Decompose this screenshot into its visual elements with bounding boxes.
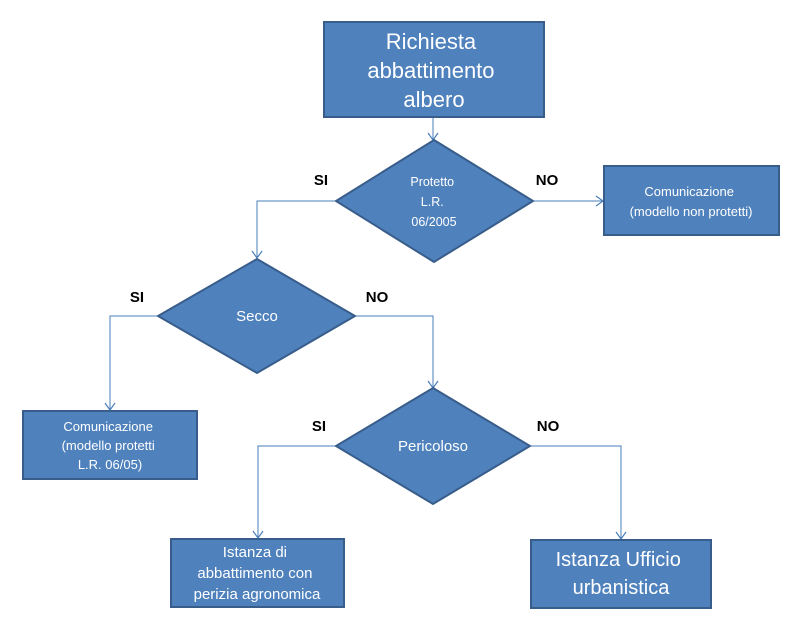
- node-istanza-abbattimento-line-2: abbattimento con: [197, 565, 312, 582]
- svg-text:Comunicazione (modello p: Comunicazione (modello protetti L.R. 06/…: [62, 419, 159, 472]
- node-comunicazione-non-protetti-line-1: Comunicazione: [644, 184, 734, 199]
- edge-label-protetto-si: SI: [314, 172, 328, 189]
- decision-secco-label: Secco: [236, 308, 278, 325]
- node-richiesta-abbattimento: Richiesta abbattimento albero: [323, 21, 545, 118]
- node-istanza-ufficio: Istanza Ufficio urbanistica: [530, 539, 712, 609]
- node-istanza-abbattimento-line-1: Istanza di: [223, 544, 287, 561]
- node-richiesta-line-2: abbattimento: [367, 58, 494, 83]
- edge-label-pericoloso-si: SI: [312, 418, 326, 435]
- svg-text:Istanza di abbattimento: Istanza di abbattimento con perizia agro…: [194, 544, 321, 603]
- svg-text:Istanza Ufficio urbanist: Istanza Ufficio urbanistica: [556, 549, 687, 599]
- edge-label-pericoloso-no: NO: [537, 418, 560, 435]
- svg-text:Protetto L.R. 06/2: Protetto L.R. 06/2005: [410, 175, 457, 229]
- svg-text:Pericoloso: Pericoloso: [398, 438, 468, 455]
- decision-pericoloso: Pericoloso: [334, 386, 532, 506]
- connector-pericoloso-si: [257, 445, 336, 538]
- node-istanza-ufficio-line-2: urbanistica: [573, 577, 671, 599]
- node-istanza-abbattimento: Istanza di abbattimento con perizia agro…: [170, 538, 345, 608]
- edge-label-secco-si: SI: [130, 289, 144, 306]
- svg-text:Secco: Secco: [236, 308, 278, 325]
- connector-secco-no: [355, 315, 434, 388]
- decision-protetto-line-2: L.R.: [421, 195, 444, 209]
- decision-pericoloso-label: Pericoloso: [398, 438, 468, 455]
- decision-protetto-line-1: Protetto: [410, 175, 454, 189]
- node-istanza-ufficio-line-1: Istanza Ufficio: [556, 549, 681, 571]
- node-richiesta-line-3: albero: [403, 87, 464, 112]
- edge-label-protetto-no: NO: [536, 172, 559, 189]
- connector-secco-si: [109, 315, 158, 410]
- svg-text:Comunicazione (modello n: Comunicazione (modello non protetti): [630, 184, 753, 219]
- edge-labels: SI NO SI NO SI NO: [130, 172, 560, 435]
- svg-text:Richiesta abbattimento: Richiesta abbattimento albero: [367, 29, 500, 112]
- node-comunicazione-non-protetti-line-2: (modello non protetti): [630, 204, 753, 219]
- node-comunicazione-protetti: Comunicazione (modello protetti L.R. 06/…: [22, 410, 198, 480]
- connector-pericoloso-no: [530, 445, 622, 539]
- decision-secco: Secco: [155, 257, 357, 375]
- node-richiesta-line-1: Richiesta: [386, 29, 477, 54]
- node-comunicazione-non-protetti: Comunicazione (modello non protetti): [603, 165, 780, 236]
- node-comunicazione-protetti-line-1: Comunicazione: [63, 419, 153, 434]
- connector-protetto-si: [256, 200, 336, 258]
- node-comunicazione-protetti-line-2: (modello protetti: [62, 438, 155, 453]
- decision-protetto: Protetto L.R. 06/2005: [334, 138, 535, 264]
- decision-protetto-line-3: 06/2005: [411, 215, 456, 229]
- node-istanza-abbattimento-line-3: perizia agronomica: [194, 586, 321, 603]
- node-comunicazione-protetti-line-3: L.R. 06/05): [78, 457, 142, 472]
- edge-label-secco-no: NO: [366, 289, 389, 306]
